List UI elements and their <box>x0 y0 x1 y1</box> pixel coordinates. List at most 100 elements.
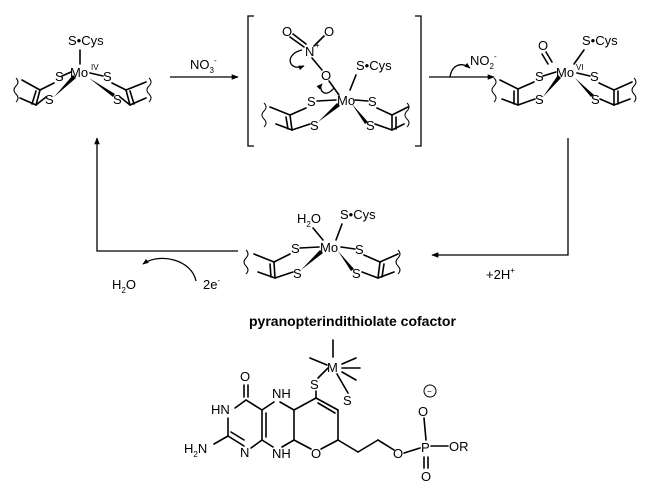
ring-nitrogen-label: N <box>240 445 249 460</box>
thiolate-s-right: S <box>343 393 352 408</box>
thiolate-s-right-upper: S <box>355 242 364 257</box>
wavy-truncation <box>491 77 497 103</box>
mo-s-wedge-bond <box>338 251 354 271</box>
reduction-step: H2O 2e- <box>94 137 238 295</box>
thiolate-s-right-lower: S <box>352 266 361 281</box>
ring-bond <box>391 123 405 131</box>
c-o-bond <box>377 439 395 451</box>
curly-arrow-electron-push <box>316 83 335 94</box>
s-c-bond <box>274 271 294 279</box>
s-c-bond <box>374 123 393 131</box>
thiolate-s-left-lower: S <box>310 118 319 133</box>
c-c-double-bond <box>377 261 381 279</box>
c-c-double-bond <box>289 114 293 131</box>
c-c-double-bond-inner <box>269 263 272 278</box>
mo-s-wedge-bond <box>318 103 340 122</box>
wavy-truncation <box>146 77 152 103</box>
c-c-double-bond-inner <box>317 402 336 414</box>
m-ligand-bond <box>309 357 328 366</box>
c-c-double-bond <box>315 397 339 411</box>
thiolate-s-left-lower: S <box>293 266 302 281</box>
mo-s-axial-bond <box>573 49 585 65</box>
carbonyl-oxygen-label: O <box>240 369 250 384</box>
nitrate-nitrogen: N <box>305 44 314 59</box>
c-n-double-bond-inner <box>230 431 245 441</box>
mo-s-bond <box>316 99 337 102</box>
mo-s-bond <box>576 72 591 77</box>
protons-label: +2H+ <box>486 266 515 282</box>
complex-mo-vi-oxo: O S•Cys Mo VI S S S S <box>491 33 637 107</box>
cysteine-thiolate-label: S•Cys <box>340 207 376 222</box>
nitrate-label: NO3- <box>190 56 217 75</box>
molybdenum-label: Mo <box>70 65 88 80</box>
complex-mo-iv: S•Cys Mo IV S S S S <box>13 33 152 107</box>
phosphoryl-oxygen-label: O <box>421 469 431 483</box>
thiolate-s-right-upper: S <box>368 94 377 109</box>
ring-oxygen-label: O <box>311 446 321 461</box>
p-o-bond <box>423 417 427 441</box>
mo-s-wedge-bond <box>543 75 561 97</box>
reaction-arrow-up <box>94 137 238 252</box>
cysteine-thiolate-label: S•Cys <box>582 33 618 48</box>
o-p-bond <box>403 447 421 454</box>
ring-bond <box>275 123 293 131</box>
mo-s-bond <box>354 99 369 102</box>
s-c-bond <box>517 81 535 90</box>
thiolate-s-left-upper: S <box>291 241 300 256</box>
mo-s-bond <box>299 246 320 249</box>
thiolate-s-left-upper: S <box>535 69 544 84</box>
mo-s-wedge-bond <box>352 104 368 124</box>
c-c-double-bond-inner <box>31 90 37 105</box>
s-c-bond <box>363 254 381 263</box>
mo-s-axial-bond <box>349 74 357 91</box>
ring-bond <box>613 98 631 106</box>
c-c-double-bond-inner <box>381 263 385 278</box>
c-n-bond <box>261 439 274 448</box>
s-c-bond <box>273 253 291 263</box>
right-bracket <box>415 15 422 147</box>
thiolate-s-left-upper: S <box>55 69 64 84</box>
n-c-bond <box>234 399 247 409</box>
s-c-bond <box>517 98 536 106</box>
c-n-bond <box>227 435 245 447</box>
reaction-arrow-down-left <box>431 138 569 258</box>
mo-s-wedge-bond <box>575 78 594 97</box>
ring-bond <box>129 97 147 106</box>
cofactor-caption: pyranopterindithiolate cofactor <box>249 313 456 329</box>
c-c-bond <box>245 399 263 411</box>
n-o-double-bond <box>289 36 305 48</box>
water-release-curve-arrow <box>142 257 197 282</box>
protonation-step: +2H+ <box>431 138 569 282</box>
oxidation-state-vi: VI <box>576 63 584 72</box>
s-c-bond <box>39 82 55 91</box>
molybdenum-label: Mo <box>556 65 574 80</box>
thiolate-s-right-lower: S <box>113 92 122 107</box>
methyl-bond <box>125 81 147 91</box>
s-m-bond <box>336 373 349 394</box>
methyl-bond <box>391 106 409 116</box>
nitrate-binding-step: NO3- <box>170 56 239 80</box>
ring-bond <box>501 98 519 106</box>
m-ligand-bond <box>341 371 357 381</box>
nitrate-oxygen-top: O <box>282 24 292 39</box>
c-c-bond <box>357 439 379 453</box>
nh-upper-label: NH <box>272 386 291 401</box>
release-curve-arrow <box>449 62 471 78</box>
complex-mo-aqua: H2O S•Cys Mo S S S S <box>243 207 401 281</box>
s-c-bond <box>598 82 615 91</box>
ring-bond <box>377 271 395 279</box>
c-c-double-bond-inner <box>129 90 135 105</box>
mo-s-wedge-bond <box>54 75 76 97</box>
s-c-bond <box>376 107 393 116</box>
s-c-bond <box>119 96 131 106</box>
methyl-bond <box>269 106 291 116</box>
ring-bond <box>19 97 37 106</box>
c-o-bond <box>293 439 312 450</box>
hn-label: HN <box>211 402 230 417</box>
pyranopterin-structure: O HN N H2N NH NH O S S M <box>184 339 469 483</box>
s-c-bond <box>361 271 379 279</box>
oxo-oxygen-label: O <box>538 38 548 53</box>
methyl-bond <box>499 79 519 90</box>
c-n-bond <box>261 401 275 411</box>
amino-label: H2N <box>184 441 207 459</box>
